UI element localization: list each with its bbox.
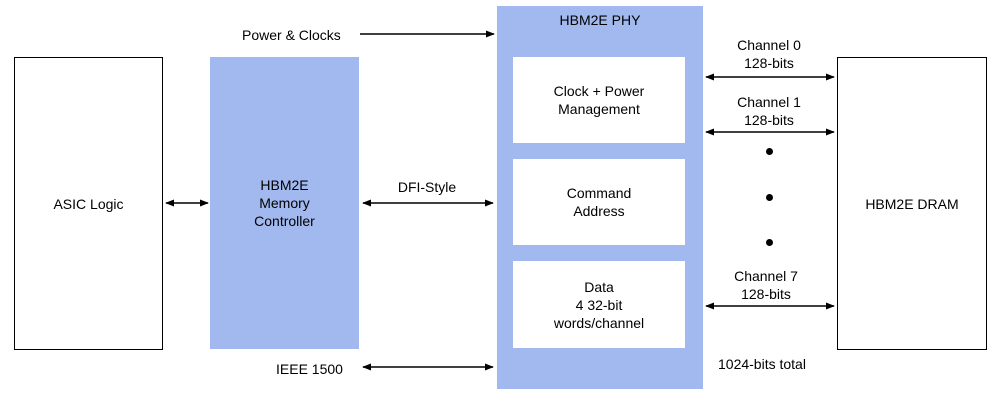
channel-0-name: Channel 0 — [737, 37, 801, 53]
clock-power-label: Clock + Power Management — [553, 83, 645, 117]
ieee-1500-label: IEEE 1500 — [276, 361, 343, 377]
asic-logic-label: ASIC Logic — [53, 195, 124, 212]
command-address-block: Command Address — [513, 159, 685, 245]
hbm2e-dram-block: HBM2E DRAM — [837, 57, 987, 350]
channel-7-width: 128-bits — [741, 286, 791, 302]
clock-power-management-block: Clock + Power Management — [513, 57, 685, 143]
data-block: Data 4 32-bit words/channel — [513, 261, 685, 348]
dram-label: HBM2E DRAM — [865, 195, 959, 212]
total-bits-label: 1024-bits total — [718, 356, 806, 372]
memory-controller-block: HBM2E Memory Controller — [210, 57, 359, 349]
dfi-style-label: DFI-Style — [397, 179, 457, 195]
channel-1-name: Channel 1 — [737, 94, 801, 110]
memory-controller-label: HBM2E Memory Controller — [254, 177, 315, 229]
ellipsis-dot — [766, 194, 773, 201]
power-clocks-label: Power & Clocks — [242, 27, 341, 43]
asic-logic-block: ASIC Logic — [14, 57, 163, 350]
ellipsis-dot — [766, 148, 773, 155]
channel-1-width: 128-bits — [744, 112, 794, 128]
command-address-label: Command Address — [566, 185, 632, 219]
channel-0-width: 128-bits — [744, 55, 794, 71]
channel-7-name: Channel 7 — [734, 268, 798, 284]
phy-title: HBM2E PHY — [559, 12, 641, 28]
data-label: Data 4 32-bit words/channel — [553, 278, 645, 331]
ellipsis-dot — [766, 239, 773, 246]
